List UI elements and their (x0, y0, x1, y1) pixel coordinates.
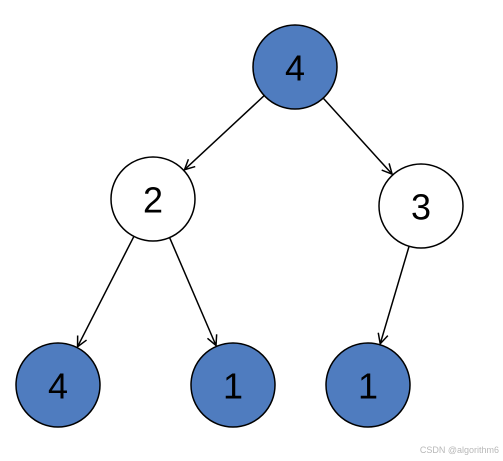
node-label-right: 3 (411, 187, 431, 228)
node-circle-right (378, 163, 464, 249)
tree-node-left: 2 (110, 156, 196, 242)
node-label-root: 4 (285, 48, 305, 89)
node-circle-left-right (190, 342, 276, 428)
node-label-right-left: 1 (358, 366, 378, 407)
node-circle-root (252, 24, 338, 110)
edge-root-to-left (184, 95, 265, 170)
tree-node-left-right: 1 (190, 342, 276, 428)
node-label-left-left: 4 (48, 366, 68, 407)
tree-node-right-left: 1 (325, 342, 411, 428)
node-circle-left-left (15, 342, 101, 428)
node-circle-right-left (325, 342, 411, 428)
tree-node-root: 4 (252, 24, 338, 110)
node-label-left: 2 (143, 180, 163, 221)
node-circle-left (110, 156, 196, 242)
edges-layer (78, 95, 410, 347)
tree-node-right: 3 (378, 163, 464, 249)
tree-node-left-left: 4 (15, 342, 101, 428)
edge-root-to-right (322, 97, 392, 174)
node-label-left-right: 1 (223, 366, 243, 407)
watermark: CSDN @algorithm6 (419, 445, 499, 455)
edge-right-to-right-left (380, 246, 410, 343)
edge-left-to-left-left (78, 236, 135, 346)
nodes-layer: 4 2 3 4 1 1 (15, 24, 464, 428)
edge-left-to-left-right (168, 237, 216, 346)
